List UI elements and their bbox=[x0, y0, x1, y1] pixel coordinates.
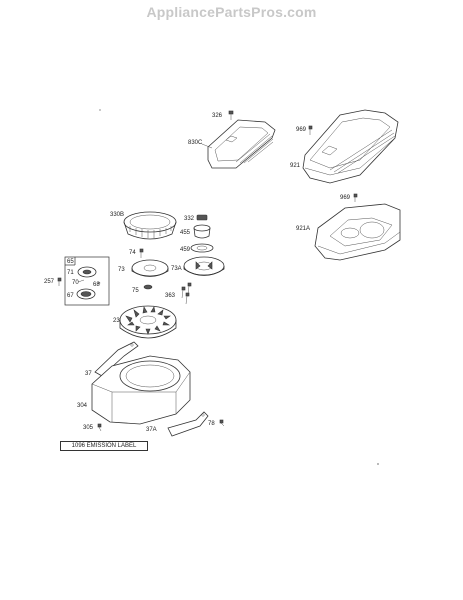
label-326: 326 bbox=[212, 113, 223, 119]
part-75-nut[interactable] bbox=[143, 284, 153, 290]
label-459: 459 bbox=[180, 247, 191, 253]
label-921A: 921A bbox=[296, 226, 310, 232]
part-65-kit-box[interactable] bbox=[64, 256, 110, 306]
part-304-blower-housing[interactable] bbox=[91, 355, 191, 425]
part-73A-pulley[interactable] bbox=[183, 256, 225, 276]
label-68: 68 bbox=[93, 282, 100, 288]
label-74: 74 bbox=[129, 250, 136, 256]
label-969-a: 969 bbox=[296, 127, 307, 133]
part-969-screw-b[interactable] bbox=[353, 193, 358, 202]
part-459-washer[interactable] bbox=[190, 243, 214, 253]
label-65: 65 bbox=[67, 259, 74, 265]
part-78-screw[interactable] bbox=[219, 419, 225, 427]
label-257: 257 bbox=[44, 279, 55, 285]
part-363-screws[interactable] bbox=[181, 282, 192, 305]
part-326-screw[interactable] bbox=[228, 110, 234, 120]
label-23: 23 bbox=[113, 318, 120, 324]
part-74-screw[interactable] bbox=[139, 248, 144, 258]
label-71: 71 bbox=[67, 270, 74, 276]
label-305: 305 bbox=[83, 425, 94, 431]
part-921-cover[interactable] bbox=[302, 109, 399, 184]
label-37A: 37A bbox=[146, 427, 157, 433]
part-330B-screen[interactable] bbox=[123, 211, 177, 240]
label-455: 455 bbox=[180, 230, 191, 236]
label-330B: 330B bbox=[110, 212, 124, 218]
part-71-starter-cup[interactable] bbox=[77, 266, 97, 278]
part-921A-baffle[interactable] bbox=[314, 203, 401, 261]
label-75: 75 bbox=[132, 288, 139, 294]
part-257-screw[interactable] bbox=[57, 277, 62, 286]
part-332-nut[interactable] bbox=[196, 214, 208, 221]
label-969-b: 969 bbox=[340, 195, 351, 201]
watermark: AppliancePartsPros.com bbox=[146, 4, 317, 20]
label-73: 73 bbox=[118, 267, 125, 273]
part-68-ball[interactable] bbox=[97, 281, 101, 285]
label-67: 67 bbox=[67, 293, 74, 299]
part-73-pulley[interactable] bbox=[131, 259, 169, 277]
label-830C: 830C bbox=[188, 140, 203, 146]
emission-label: 1096 EMISSION LABEL bbox=[60, 441, 148, 451]
part-969-screw-a[interactable] bbox=[308, 125, 313, 135]
label-78: 78 bbox=[208, 421, 215, 427]
part-830C-cover[interactable] bbox=[207, 119, 276, 169]
part-23-flywheel[interactable] bbox=[119, 305, 177, 339]
label-70: 70 bbox=[72, 280, 79, 286]
part-305-screw[interactable] bbox=[97, 423, 102, 432]
label-363: 363 bbox=[165, 293, 176, 299]
part-455-cup[interactable] bbox=[193, 224, 211, 239]
label-921: 921 bbox=[290, 163, 301, 169]
label-332: 332 bbox=[184, 216, 195, 222]
label-304: 304 bbox=[77, 403, 88, 409]
part-37A-baffle[interactable] bbox=[167, 411, 209, 437]
label-73A: 73A bbox=[171, 266, 182, 272]
part-67-clutch[interactable] bbox=[76, 288, 96, 300]
label-37: 37 bbox=[85, 371, 92, 377]
